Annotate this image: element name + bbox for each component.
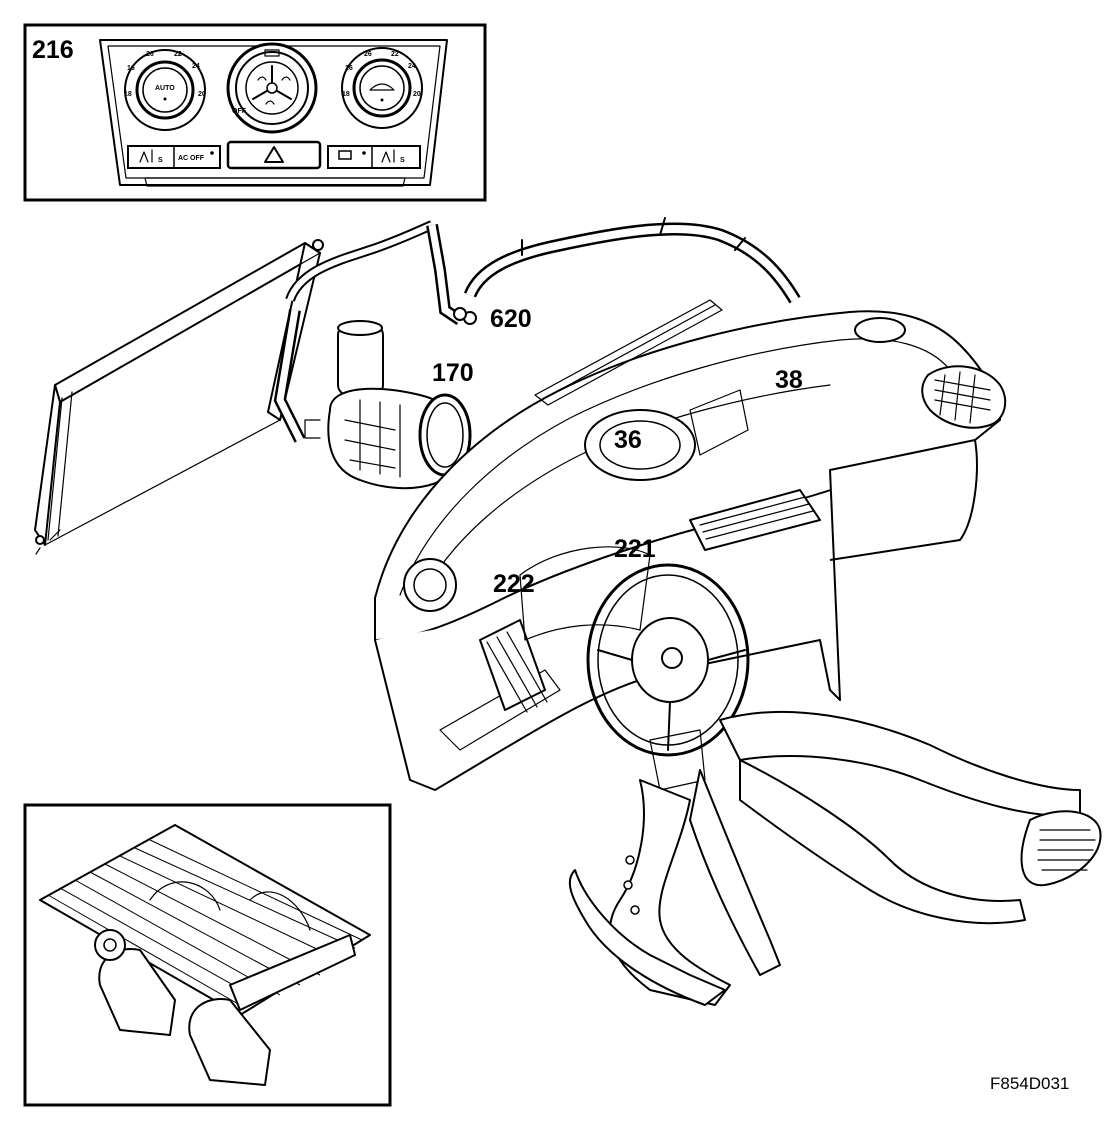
dial-tick: 22 xyxy=(391,51,399,58)
dial-tick: 20 xyxy=(198,91,206,98)
floor-ducts xyxy=(568,710,1102,1006)
dashboard: 36 38 221 222 xyxy=(374,299,1007,791)
figure-id: F854D031 xyxy=(990,1074,1069,1093)
callout-36: 36 xyxy=(614,426,642,454)
dial-tick: 16 xyxy=(345,65,353,72)
fan-speed-dial[interactable]: OFF xyxy=(226,42,318,134)
callout-216: 216 xyxy=(32,36,74,64)
callout-170: 170 xyxy=(432,359,474,387)
dial-tick: 16 xyxy=(127,65,135,72)
compressor: 170 xyxy=(304,320,474,490)
ac-off-button[interactable]: AC OFF xyxy=(178,155,205,162)
callout-222: 222 xyxy=(493,570,535,598)
seat-heat-right-button[interactable]: S xyxy=(381,149,405,164)
svg-text:S: S xyxy=(158,157,163,164)
temperature-dial-right[interactable]: 26 22 24 20 18 16 xyxy=(341,47,423,129)
dial-tick: 22 xyxy=(174,51,182,58)
right-button-group: S xyxy=(327,145,421,169)
vehicle-locator-inset xyxy=(23,803,392,1107)
dial-tick: 24 xyxy=(192,63,200,70)
steering-wheel xyxy=(586,563,750,757)
hazard-triangle-icon xyxy=(264,146,284,163)
refrigerant-lines: 620 xyxy=(273,217,801,443)
defrost-button[interactable] xyxy=(338,150,366,160)
callout-38: 38 xyxy=(775,366,803,394)
fan-off-label: OFF xyxy=(232,108,247,115)
dial-tick: 26 xyxy=(146,51,154,58)
control-panel-inset: 216 AUTO 26 22 24 20 18 16 OFF xyxy=(23,23,487,202)
dial-tick: 26 xyxy=(364,51,372,58)
callout-221: 221 xyxy=(614,535,656,563)
callout-620: 620 xyxy=(490,305,532,333)
left-button-group: S AC OFF xyxy=(127,145,221,169)
dial-tick: 24 xyxy=(408,63,416,70)
dial-tick: 18 xyxy=(124,91,132,98)
dial-tick: 18 xyxy=(342,91,350,98)
auto-label: AUTO xyxy=(155,85,175,92)
svg-text:S: S xyxy=(400,157,405,164)
seat-heat-left-button[interactable]: S xyxy=(139,149,163,164)
hazard-button[interactable] xyxy=(226,140,322,170)
defrost-icon xyxy=(338,150,352,160)
temperature-dial-left[interactable]: AUTO 26 22 24 20 18 16 xyxy=(124,49,206,131)
dial-tick: 20 xyxy=(413,91,421,98)
